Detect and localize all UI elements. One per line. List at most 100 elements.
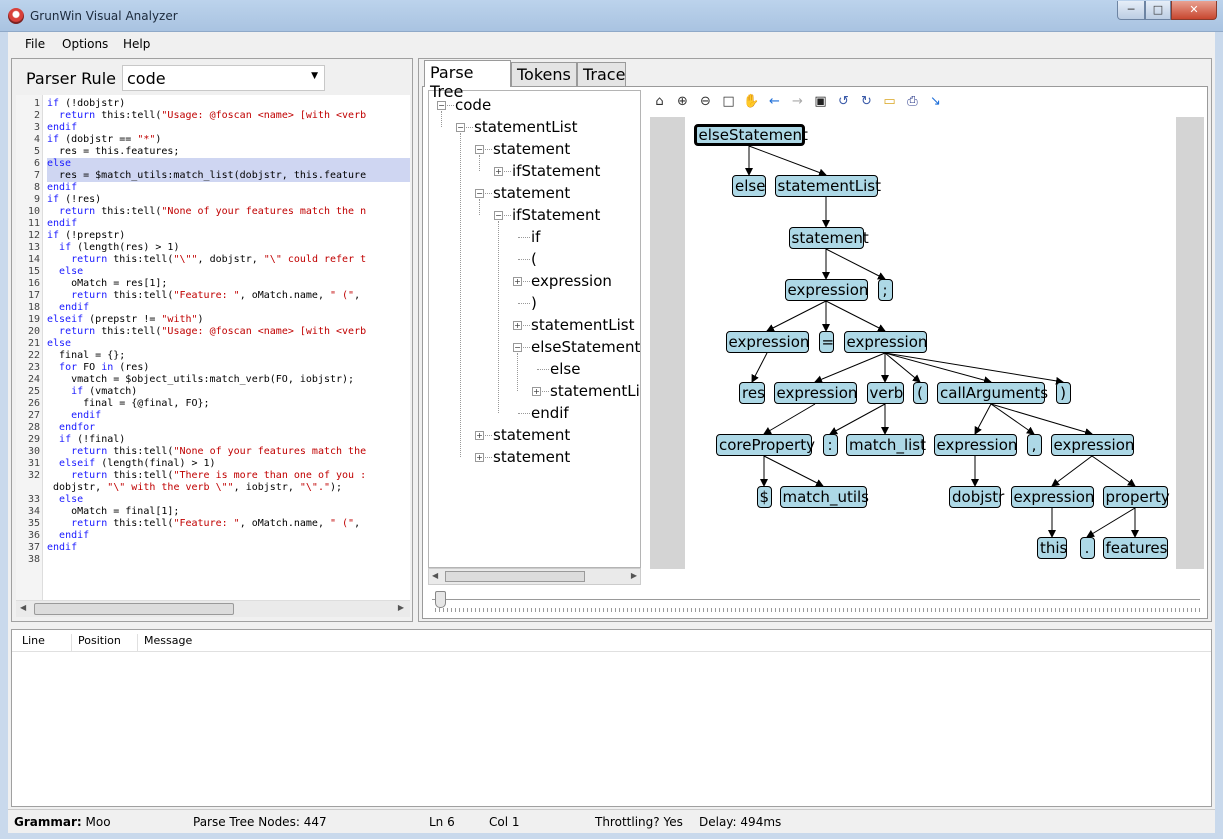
- code-line[interactable]: 30 return this:tell("None of your featur…: [16, 446, 410, 458]
- graph-node[interactable]: $: [756, 486, 772, 508]
- tree-node[interactable]: expression: [531, 272, 612, 290]
- expand-icon[interactable]: +: [513, 277, 522, 286]
- code-line[interactable]: 38: [16, 554, 410, 566]
- tree-node[interactable]: statementList: [550, 382, 640, 400]
- tree-node[interactable]: ifStatement: [512, 206, 601, 224]
- code-line[interactable]: 32 return this:tell("There is more than …: [16, 470, 410, 482]
- scroll-right-icon[interactable]: ▶: [397, 603, 404, 612]
- code-line[interactable]: 18 endif: [16, 302, 410, 314]
- code-line[interactable]: 2 return this:tell("Usage: @foscan <name…: [16, 110, 410, 122]
- graph-node[interactable]: expression: [843, 331, 927, 353]
- save-icon[interactable]: ▣: [814, 94, 827, 109]
- expand-icon[interactable]: +: [475, 431, 484, 440]
- graph-node[interactable]: (: [912, 382, 928, 404]
- graph-node[interactable]: features: [1102, 537, 1168, 559]
- forward-arrow-icon[interactable]: →: [792, 94, 803, 109]
- scroll-thumb[interactable]: [445, 571, 585, 582]
- collapse-icon[interactable]: −: [494, 211, 503, 220]
- tab-trace[interactable]: Trace: [577, 62, 626, 86]
- tree-horizontal-scrollbar[interactable]: ◀ ▶: [428, 568, 641, 585]
- undo-icon[interactable]: ↺: [838, 94, 849, 109]
- maximize-button[interactable]: □: [1145, 1, 1171, 20]
- graph-node[interactable]: ,: [1026, 434, 1042, 456]
- column-position[interactable]: Position: [72, 634, 138, 652]
- fit-page-icon[interactable]: □: [722, 94, 735, 109]
- minimize-button[interactable]: ─: [1117, 1, 1145, 20]
- code-line[interactable]: 35 return this:tell("Feature: ", oMatch.…: [16, 518, 410, 530]
- code-line[interactable]: 31 elseif (length(final) > 1): [16, 458, 410, 470]
- graph-node[interactable]: statement: [788, 227, 869, 249]
- tree-node[interactable]: else: [550, 360, 581, 378]
- graph-node[interactable]: res: [739, 382, 765, 404]
- tree-node[interactable]: statementList: [474, 118, 578, 136]
- tree-node[interactable]: statement: [493, 140, 571, 158]
- code-line[interactable]: 34 oMatch = final[1];: [16, 506, 410, 518]
- code-line[interactable]: 24 vmatch = $object_utils:match_verb(FO,…: [16, 374, 410, 386]
- code-line[interactable]: 33 else: [16, 494, 410, 506]
- tree-node[interactable]: code: [455, 96, 492, 114]
- tree-node[interactable]: ): [531, 294, 537, 312]
- graph-node[interactable]: match_utils: [779, 486, 869, 508]
- zoom-slider-thumb[interactable]: [435, 591, 446, 608]
- menu-options[interactable]: Options: [62, 37, 109, 51]
- parser-rule-select[interactable]: code ▼: [122, 65, 325, 91]
- graph-node[interactable]: dobjstr: [949, 486, 1004, 508]
- graph-node[interactable]: expression: [784, 279, 868, 301]
- zoom-out-icon[interactable]: ⊖: [700, 94, 711, 109]
- graph-node[interactable]: statementList: [774, 175, 881, 197]
- redo-icon[interactable]: ↻: [861, 94, 872, 109]
- graph-node[interactable]: expression: [933, 434, 1017, 456]
- code-line[interactable]: 36 endif: [16, 530, 410, 542]
- graph-node[interactable]: expression: [1010, 486, 1094, 508]
- graph-node[interactable]: ;: [877, 279, 893, 301]
- collapse-icon[interactable]: −: [437, 101, 446, 110]
- column-line[interactable]: Line: [16, 634, 72, 652]
- close-button[interactable]: ✕: [1171, 1, 1217, 20]
- graph-node[interactable]: property: [1102, 486, 1170, 508]
- menu-help[interactable]: Help: [123, 37, 151, 51]
- tree-node[interactable]: statement: [493, 448, 571, 466]
- tree-node[interactable]: elseStatement: [531, 338, 641, 356]
- code-line[interactable]: 7 res = $match_utils:match_list(dobjstr,…: [16, 170, 410, 182]
- tab-parse-tree[interactable]: Parse Tree: [424, 60, 511, 101]
- zoom-slider-track[interactable]: [432, 599, 1200, 602]
- expand-icon[interactable]: +: [475, 453, 484, 462]
- graph-node[interactable]: match_list: [846, 434, 926, 456]
- code-line[interactable]: 26 final = {@final, FO};: [16, 398, 410, 410]
- graph-node[interactable]: coreProperty: [716, 434, 815, 456]
- code-line[interactable]: 16 oMatch = res[1];: [16, 278, 410, 290]
- expand-icon[interactable]: +: [513, 321, 522, 330]
- graph-node[interactable]: expression: [773, 382, 857, 404]
- graph-node[interactable]: .: [1079, 537, 1095, 559]
- code-line[interactable]: 20 return this:tell("Usage: @foscan <nam…: [16, 326, 410, 338]
- graph-node[interactable]: verb: [866, 382, 904, 404]
- home-icon[interactable]: ⌂: [655, 94, 664, 109]
- tree-node[interactable]: ifStatement: [512, 162, 601, 180]
- tree-node[interactable]: statementList: [531, 316, 635, 334]
- code-line[interactable]: 27 endif: [16, 410, 410, 422]
- pointer-icon[interactable]: ↘: [930, 94, 941, 109]
- pan-hand-icon[interactable]: ✋: [743, 94, 760, 109]
- tree-node[interactable]: statement: [493, 184, 571, 202]
- graph-node[interactable]: :: [822, 434, 838, 456]
- graph-node[interactable]: ): [1055, 382, 1071, 404]
- code-line[interactable]: 17 return this:tell("Feature: ", oMatch.…: [16, 290, 410, 302]
- print-icon[interactable]: ⎙: [907, 94, 918, 109]
- graph-node[interactable]: this: [1037, 537, 1067, 559]
- scroll-right-icon[interactable]: ▶: [630, 571, 637, 580]
- graph-node[interactable]: else: [732, 175, 766, 197]
- scroll-left-icon[interactable]: ◀: [20, 603, 27, 612]
- code-line[interactable]: 15 else: [16, 266, 410, 278]
- parse-tree-view[interactable]: −code−statementList−statement+ifStatemen…: [428, 90, 641, 568]
- collapse-icon[interactable]: −: [475, 145, 484, 154]
